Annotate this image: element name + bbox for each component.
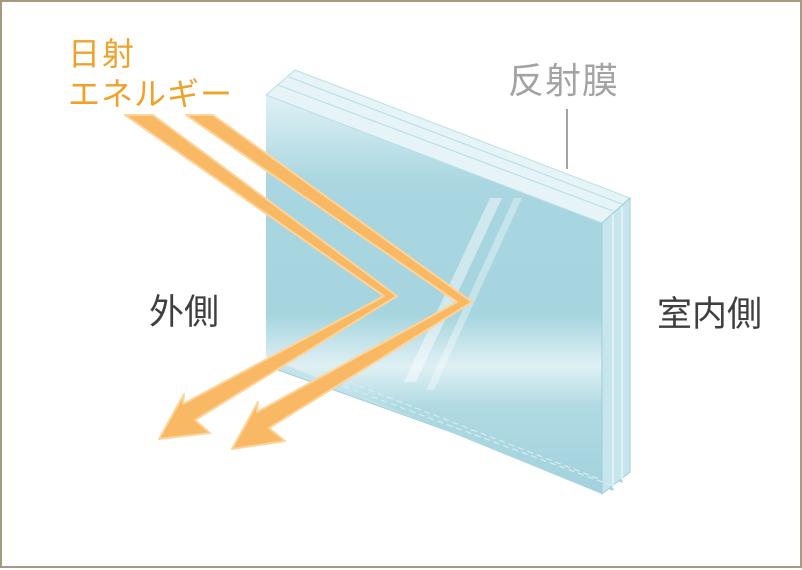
front-glass-face: [266, 95, 602, 494]
solar-energy-arrow-2: [185, 114, 473, 450]
glass-side-edge: [601, 196, 631, 496]
inside-label: 室内側: [657, 295, 763, 335]
reflective-film-label: 反射膜: [508, 61, 620, 102]
outside-label: 外側: [149, 293, 220, 333]
solar-energy-label-line1: 日射: [68, 35, 137, 73]
solar-energy-label-line2: エネルギー: [68, 75, 234, 113]
solar-energy-arrow-1: [124, 114, 398, 440]
